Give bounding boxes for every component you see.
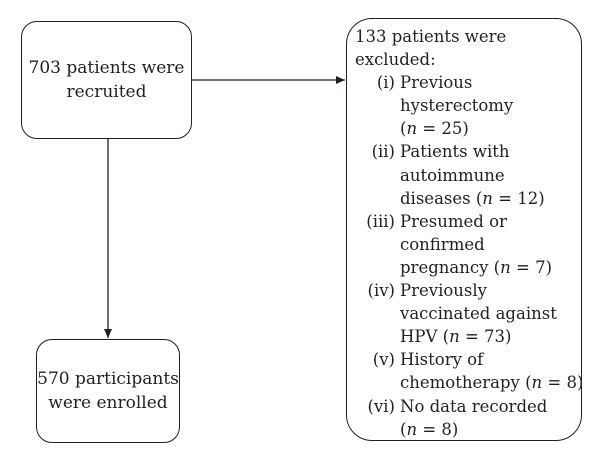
exclusion-item: (v)History of chemotherapy (n = 8) [355, 348, 584, 394]
exclusion-item-line: No data recorded [400, 396, 548, 416]
enrolled-box: 570 participants were enrolled [36, 339, 180, 443]
exclusion-item: (vi)No data recorded (n = 8) [355, 395, 575, 441]
enrolled-line-1: 570 participants [37, 369, 179, 389]
exclusion-item-number: (iv) [367, 281, 395, 301]
exclusion-item-line: confirmed [400, 234, 485, 254]
exclusion-item-number: (ii) [371, 142, 395, 162]
exclusion-item-text: Presumed or confirmed pregnancy (n = 7) [400, 210, 575, 279]
exclusion-item: (ii)Patients with autoimmune diseases (n =… [355, 140, 575, 209]
recruited-box: 703 patients were recruited [21, 21, 192, 139]
exclusion-item-line: HPV (n = 73) [400, 327, 512, 347]
recruited-line-1: 703 patients were [28, 58, 185, 78]
excluded-title-line-1: 133 patients were [355, 27, 507, 46]
exclusion-item-line: Previously [400, 281, 487, 301]
exclusion-item-text: History of chemotherapy (n = 8) [400, 348, 583, 394]
excluded-box: 133 patients were excluded: (i) Previous h… [346, 18, 584, 441]
exclusion-item-line: (n = 8) [400, 419, 459, 439]
exclusion-item-line: Previous [400, 73, 473, 93]
excluded-title-line-2: excluded: [355, 50, 436, 70]
excluded-content: 133 patients were excluded: (i) Previous h… [355, 25, 584, 441]
exclusion-item-number: (iii) [366, 211, 395, 231]
exclusion-item-line: pregnancy (n = 7) [400, 257, 553, 277]
exclusion-item-line: vaccinated against [400, 304, 557, 324]
exclusion-item-text: Previous hysterectomy (n = 25) [400, 71, 575, 140]
exclusion-item-line: History of [400, 350, 484, 370]
exclusion-item: (iii)Presumed or confirmed pregnancy (n = … [355, 210, 575, 279]
exclusion-item-line: hysterectomy [400, 96, 514, 116]
exclusion-item-line: diseases (n = 12) [400, 188, 545, 208]
exclusion-item-line: chemotherapy (n = 8) [400, 373, 584, 393]
exclusion-item-line: (n = 25) [400, 119, 469, 139]
enrolled-line-2: were enrolled [48, 393, 168, 413]
exclusion-item-number: (vi) [367, 396, 395, 416]
exclusion-item-text: Patients with autoimmune diseases (n = 12) [400, 140, 575, 209]
exclusion-item-number: (v) [372, 350, 395, 370]
exclusion-item: (i) Previous hysterectomy (n = 25) [355, 71, 575, 140]
exclusion-item-line: autoimmune [400, 165, 505, 185]
exclusion-item-line: Patients with [400, 142, 510, 162]
exclusion-item-line: Presumed or [400, 211, 507, 231]
exclusion-item-text: No data recorded (n = 8) [400, 395, 575, 441]
exclusion-list: (i) Previous hysterectomy (n = 25)(ii)Patie… [355, 71, 584, 441]
exclusion-item-number: (i) [376, 73, 395, 93]
recruited-line-2: recruited [66, 82, 147, 102]
